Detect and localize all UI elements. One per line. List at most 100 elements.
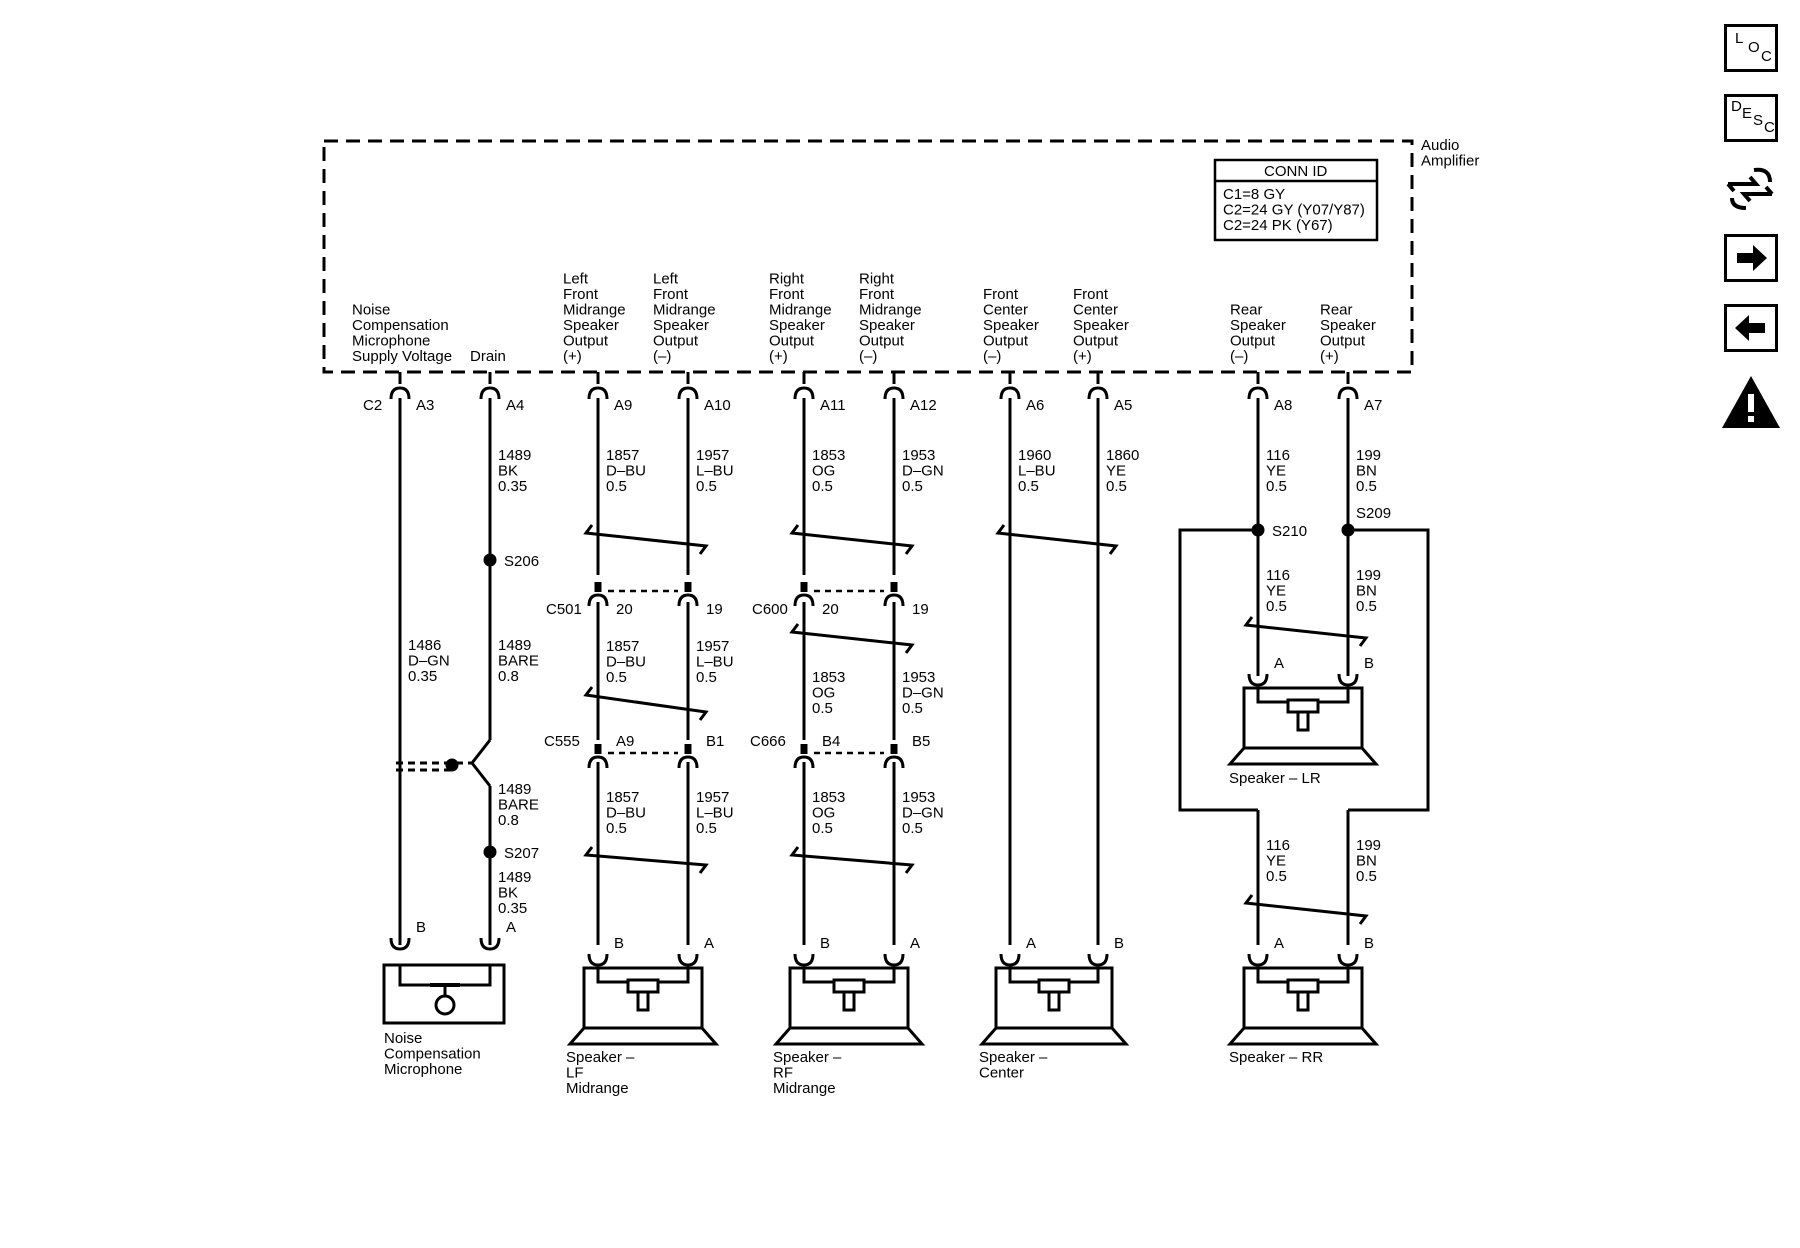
desc-letter-e: E [1742,105,1753,122]
speaker-center-terminal-right [1087,953,1109,967]
rear-branch-right [1348,528,1430,812]
module-terminal-a11 [793,386,815,400]
twist-lf-1 [583,524,709,555]
speaker-lf-voice-coil [636,990,650,1012]
speaker-lr-terminal-right [1337,673,1359,687]
twist-rf-3 [789,846,915,874]
shield-drain-dot [445,758,459,772]
drain-branch [470,739,492,787]
previous-button[interactable] [1724,304,1778,352]
speaker-rr-voice-coil [1296,990,1310,1012]
desc-letter-s: S [1753,112,1764,129]
speaker-rf-body [788,966,910,1030]
c555-a-socket [587,755,609,769]
speaker-lr-pin-left: A [1274,655,1284,672]
speaker-center-magnet [1037,978,1071,994]
speaker-lr-magnet [1286,698,1320,714]
speaker-center-label: Speaker –Center [979,1049,1048,1082]
speaker-center-cone [978,1027,1130,1046]
c600-a-pin [800,582,808,592]
arrow-right-icon [1737,245,1767,271]
c555-b-pin [684,744,692,754]
speaker-lr-body [1242,686,1364,750]
speaker-rr-body [1242,966,1364,1030]
speaker-lf-pin-left: B [614,935,624,952]
splice-s207 [483,845,497,859]
module-terminal-a4 [479,386,501,400]
desc-button[interactable]: D E S C [1724,94,1778,142]
speaker-lf-body [582,966,704,1030]
mic-terminal-b [389,937,411,951]
output-label-a4: Drain [470,348,506,365]
speaker-lr-pin-right: B [1364,655,1374,672]
connector-id-c2: C2 [363,397,382,414]
c555-pin-a9: A9 [616,733,634,750]
speaker-rf-terminal-right [883,953,905,967]
pin-label-a8: A8 [1274,397,1292,414]
speaker-lr-terminal-left [1247,673,1269,687]
module-terminal-a6 [999,386,1021,400]
speaker-rf-cone [772,1027,926,1046]
mic-pin-b: B [416,919,426,936]
c666-pin-b4: B4 [822,733,840,750]
desc-letter-c: C [1764,119,1775,136]
next-button[interactable] [1724,234,1778,282]
speaker-lf-pin-right: A [704,935,714,952]
loc-letter-o: O [1748,39,1760,56]
c600-pin-19: 19 [912,601,929,618]
c555-b-socket [677,755,699,769]
loc-letter-l: L [1735,30,1744,47]
speaker-lf-cone [566,1027,720,1046]
caution-warning-icon [1722,376,1780,428]
connector-label-c600: C600 [752,601,788,618]
splice-label-s210: S210 [1272,523,1307,540]
c501-pin-19: 19 [706,601,723,618]
arrow-left-icon [1735,315,1765,341]
speaker-center-pin-right: B [1114,935,1124,952]
speaker-lf-terminal-right [677,953,699,967]
pin-label-a3: A3 [416,397,434,414]
speaker-rr-pin-right: B [1364,935,1374,952]
speaker-lr-voice-coil [1296,710,1310,732]
connector-end-view-icon [1726,167,1774,210]
speaker-center-body [994,966,1114,1030]
caution-button[interactable] [1720,374,1782,432]
c501-pin-20: 20 [616,601,633,618]
mic-leads [398,965,492,987]
speaker-rr-magnet [1286,978,1320,994]
c600-b-socket [883,593,905,607]
pin-label-a5: A5 [1114,397,1132,414]
conn-id-box [1213,158,1379,242]
speaker-lr-label: Speaker – LR [1229,770,1321,787]
splice-label-s206: S206 [504,553,539,570]
speaker-rr-label: Speaker – RR [1229,1049,1323,1066]
connector-label-c501: C501 [546,601,582,618]
speaker-lr-cone [1226,747,1380,766]
c501-b-socket [677,593,699,607]
loc-letter-c: C [1761,48,1772,65]
speaker-rr-terminal-right [1337,953,1359,967]
rear-branch-left [1178,528,1258,812]
connector-button[interactable] [1724,164,1778,212]
loc-button[interactable]: L O C [1724,24,1778,72]
c501-a-socket [587,593,609,607]
c600-a-socket [793,593,815,607]
c501-a-pin [594,582,602,592]
